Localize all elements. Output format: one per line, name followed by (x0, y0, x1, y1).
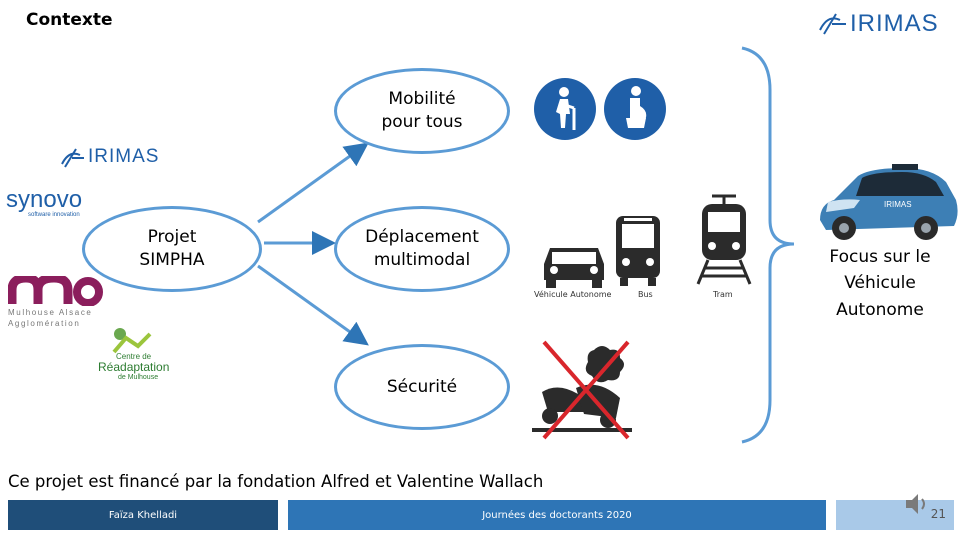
bus-label: Bus (638, 290, 653, 299)
crm-mark-icon (112, 328, 152, 354)
m2a-line2: Agglomération (8, 319, 81, 328)
irimas-logo-top: IRIMAS (818, 8, 954, 38)
footer-page-area: 21 (836, 494, 954, 530)
synovo-tagline: software innovation (28, 212, 80, 218)
synovo-logo: synovo software innovation (6, 186, 94, 222)
arrow-to-mobility (257, 142, 369, 224)
slide-title: Contexte (26, 10, 113, 30)
grouping-brace (741, 46, 795, 444)
irimas-logo-left: IRIMAS (60, 144, 182, 170)
footer-author: Faïza Khelladi (8, 500, 278, 530)
crm-logo: Centre de Réadaptation de Mulhouse (96, 326, 182, 386)
m2a-line1: Mulhouse Alsace (8, 308, 93, 317)
funding-note: Ce projet est financé par la fondation A… (8, 472, 544, 491)
transport-node: Déplacement multimodal (334, 206, 510, 292)
speaker-icon[interactable] (902, 492, 932, 516)
irimas-logo-text: IRIMAS (88, 146, 160, 167)
crm-line3: de Mulhouse (118, 374, 159, 381)
irimas-mark-icon (819, 13, 846, 35)
safety-node: Sécurité (334, 344, 510, 430)
mobility-node: Mobilité pour tous (334, 68, 510, 154)
irimas-logo-text: IRIMAS (850, 10, 939, 37)
m2a-logo: Mulhouse Alsace Agglomération (6, 276, 106, 332)
bus-icon (612, 214, 664, 288)
tram-icon (694, 194, 754, 286)
arrow-to-safety (257, 264, 369, 346)
pregnant-person-sign-icon (604, 78, 666, 140)
project-node: Projet SIMPHA (82, 206, 262, 292)
car-icon (538, 240, 610, 290)
irimas-mark-icon (61, 148, 84, 168)
crm-line1: Centre de (116, 352, 152, 361)
m2a-mark-icon (8, 276, 103, 306)
synovo-logo-text: synovo (6, 186, 83, 213)
focus-text: Focus sur le Véhicule Autonome (829, 247, 931, 320)
tram-label: Tram (713, 290, 733, 299)
autonomous-vehicle-image: IRIMAS (814, 160, 960, 244)
slide-number: 21 (930, 507, 946, 521)
red-cross-icon (542, 340, 630, 440)
elderly-person-sign-icon (534, 78, 596, 140)
car-label: Véhicule Autonome (534, 290, 612, 299)
car-marking: IRIMAS (884, 200, 912, 209)
footer-event: Journées des doctorants 2020 (288, 500, 826, 530)
crm-line2: Réadaptation (98, 360, 170, 374)
